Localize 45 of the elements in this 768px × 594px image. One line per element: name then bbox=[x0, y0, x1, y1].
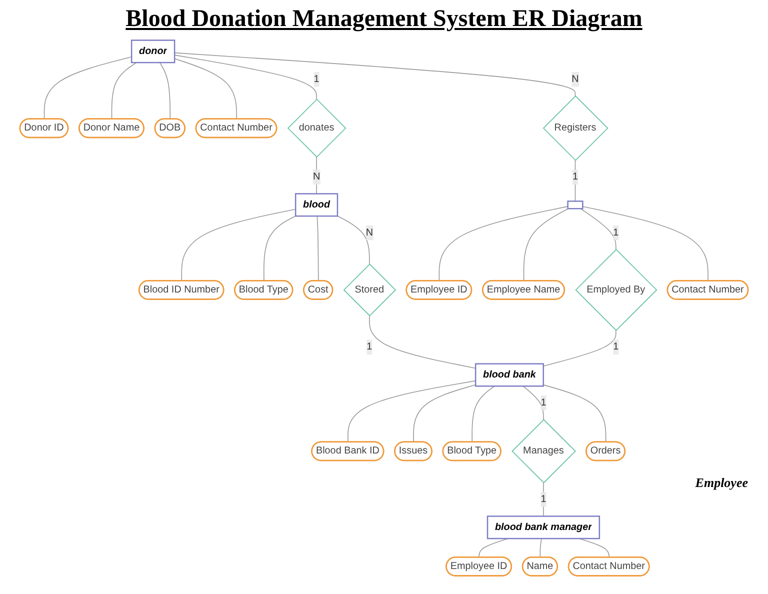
edge-label: 1 bbox=[572, 171, 578, 182]
node-diamond: Employed By bbox=[575, 248, 658, 331]
edge-label: 1 bbox=[613, 227, 619, 238]
connector bbox=[337, 216, 370, 265]
node-diamond: Manages bbox=[512, 418, 576, 484]
connector bbox=[438, 206, 568, 282]
edge-label: 1 bbox=[314, 74, 320, 84]
connector bbox=[181, 208, 296, 282]
connector bbox=[348, 380, 476, 443]
connector bbox=[263, 216, 296, 282]
connector bbox=[580, 208, 616, 250]
node-diamond: Stored bbox=[343, 264, 396, 316]
connector bbox=[413, 384, 476, 443]
edge-label: 1 bbox=[613, 341, 619, 352]
node-box: blood bank manager bbox=[486, 516, 600, 540]
node-box: donor bbox=[130, 40, 176, 64]
connector bbox=[111, 62, 137, 120]
edge-label: N bbox=[312, 171, 320, 182]
node-box: blood bank bbox=[474, 363, 544, 387]
connector bbox=[174, 54, 317, 100]
node-diamond: donates bbox=[287, 98, 346, 158]
connector bbox=[174, 58, 237, 120]
note-text: Employee bbox=[695, 475, 748, 491]
node-diamond: Registers bbox=[542, 95, 608, 161]
connector bbox=[369, 315, 476, 369]
connector bbox=[472, 386, 495, 443]
edge-label: 1 bbox=[366, 341, 372, 352]
edge-label: N bbox=[572, 74, 579, 84]
connector bbox=[159, 62, 171, 120]
connector bbox=[44, 56, 132, 120]
connector bbox=[522, 386, 544, 420]
connector bbox=[316, 216, 319, 282]
edge-label: 1 bbox=[540, 494, 546, 504]
connector bbox=[542, 384, 606, 443]
connector bbox=[582, 206, 708, 282]
edge-label: N bbox=[366, 227, 373, 238]
connector bbox=[174, 52, 576, 96]
edge-label: 1 bbox=[540, 397, 546, 408]
connector bbox=[542, 330, 616, 366]
node-box: blood bbox=[294, 193, 338, 217]
connector bbox=[523, 208, 569, 282]
connector bbox=[316, 156, 317, 194]
node-box bbox=[567, 200, 584, 210]
diagram-title: Blood Donation Management System ER Diagram bbox=[124, 6, 644, 33]
connector bbox=[540, 538, 542, 558]
